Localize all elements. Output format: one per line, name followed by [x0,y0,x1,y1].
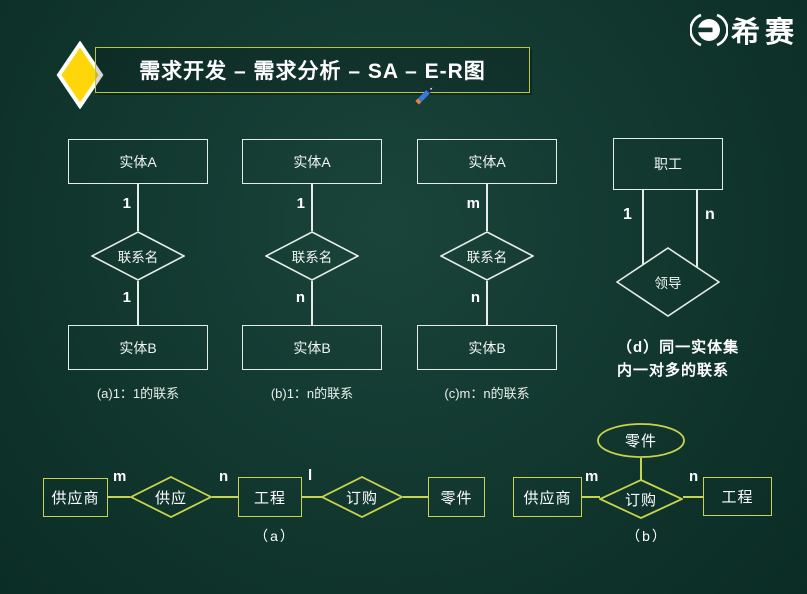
entity-box-part: 零件 [428,477,485,517]
diamond-shape [599,479,683,519]
er-example-1to1: 实体A 1 联系名 1 实体B (a)1：1的联系 [68,139,208,409]
brand-logo: 希赛 [689,9,799,51]
relation-diamond: 联系名 [91,231,185,281]
cardinality-label-m: m [113,468,127,485]
cardinality-label: 1 [122,289,131,306]
entity-box-a: 实体A [242,139,382,184]
diamond-shape [321,476,403,518]
connector-line [137,281,139,325]
entity-box-b: 实体B [68,325,208,370]
cardinality-label: m [466,195,480,212]
ellipse-shape [597,423,685,458]
er-example-mton: 实体A m 联系名 n 实体B (c)m：n的联系 [417,139,557,409]
attribute-ellipse-part: 零件 [597,423,685,458]
diagram-caption: （b） [626,528,668,544]
entity-box-employee: 职工 [613,138,723,190]
diagram-caption: (b)1：n的联系 [270,386,354,401]
pencil-cursor-icon [415,87,433,105]
connector-line [311,281,313,325]
cardinality-label: 1 [296,195,305,212]
diagram-caption: （a） [254,528,296,544]
connector-line [486,281,488,325]
relation-name: 联系名 [291,250,333,265]
relation-diamond-order: 订购 [321,476,403,518]
cardinality-label: 1 [122,195,131,212]
diagram-caption-line2: 内一对多的联系 [617,362,730,379]
diagram-caption: (a)1：1的联系 [96,386,180,401]
connector-line [302,496,322,498]
er-example-1ton: 实体A 1 联系名 n 实体B (b)1：n的联系 [242,139,382,409]
connector-line [212,496,238,498]
title-box: 需求开发 – 需求分析 – SA – E-R图 [95,47,530,93]
connector-line-right [696,190,698,267]
diamond-shape [616,247,720,317]
diamond-shape [440,231,534,281]
relation-name: 联系名 [466,250,508,265]
cardinality-label: n [470,289,480,306]
connector-line [683,496,703,498]
cardinality-label-l: l [308,467,313,484]
relation-diamond: 联系名 [440,231,534,281]
diamond-shape [91,231,185,281]
cardinality-label-m: m [585,468,599,485]
entity-box-project: 工程 [238,477,302,517]
cardinality-label-n: n [689,468,699,485]
connector-line [486,184,488,231]
relation-name: 订购 [624,491,657,509]
diagram-caption: (c)m：n的联系 [444,386,530,401]
diamond-shape [265,231,359,281]
relation-diamond-order: 订购 [599,479,683,519]
relation-name: 联系名 [117,250,159,265]
entity-box-project: 工程 [703,477,772,516]
relation-name: 领导 [654,276,682,291]
entity-box-a: 实体A [417,139,557,184]
cardinality-label: n [295,289,305,306]
connector-line [137,184,139,231]
cardinality-label-n: n [219,468,229,485]
relation-name: 订购 [345,489,378,507]
connector-line [403,496,428,498]
connector-line [108,496,130,498]
entity-box-b: 实体B [417,325,557,370]
relation-diamond: 领导 [616,247,720,317]
diamond-shape [130,476,212,518]
brand-logo-text: 希赛 [730,17,799,49]
entity-box-supplier: 供应商 [513,477,582,517]
relation-diamond-supply: 供应 [130,476,212,518]
page-title: 需求开发 – 需求分析 – SA – E-R图 [139,60,486,83]
brand-logo-icon [689,13,728,47]
er-example-self-relation: 职工 1 n 领导 （d）同一实体集 内一对多的联系 [613,138,753,388]
connector-line [640,458,642,480]
entity-box-a: 实体A [68,139,208,184]
entity-box-supplier: 供应商 [43,478,108,517]
connector-line-left [642,190,644,265]
cardinality-label-left: 1 [623,206,632,223]
diagram-caption-line1: （d）同一实体集 [617,339,740,356]
connector-line [582,496,600,498]
relation-diamond: 联系名 [265,231,359,281]
cardinality-label-right: n [705,206,715,223]
attribute-name: 零件 [624,433,657,450]
title-diamond-icon [56,41,104,109]
relation-name: 供应 [154,489,187,507]
connector-line [311,184,313,231]
entity-box-b: 实体B [242,325,382,370]
